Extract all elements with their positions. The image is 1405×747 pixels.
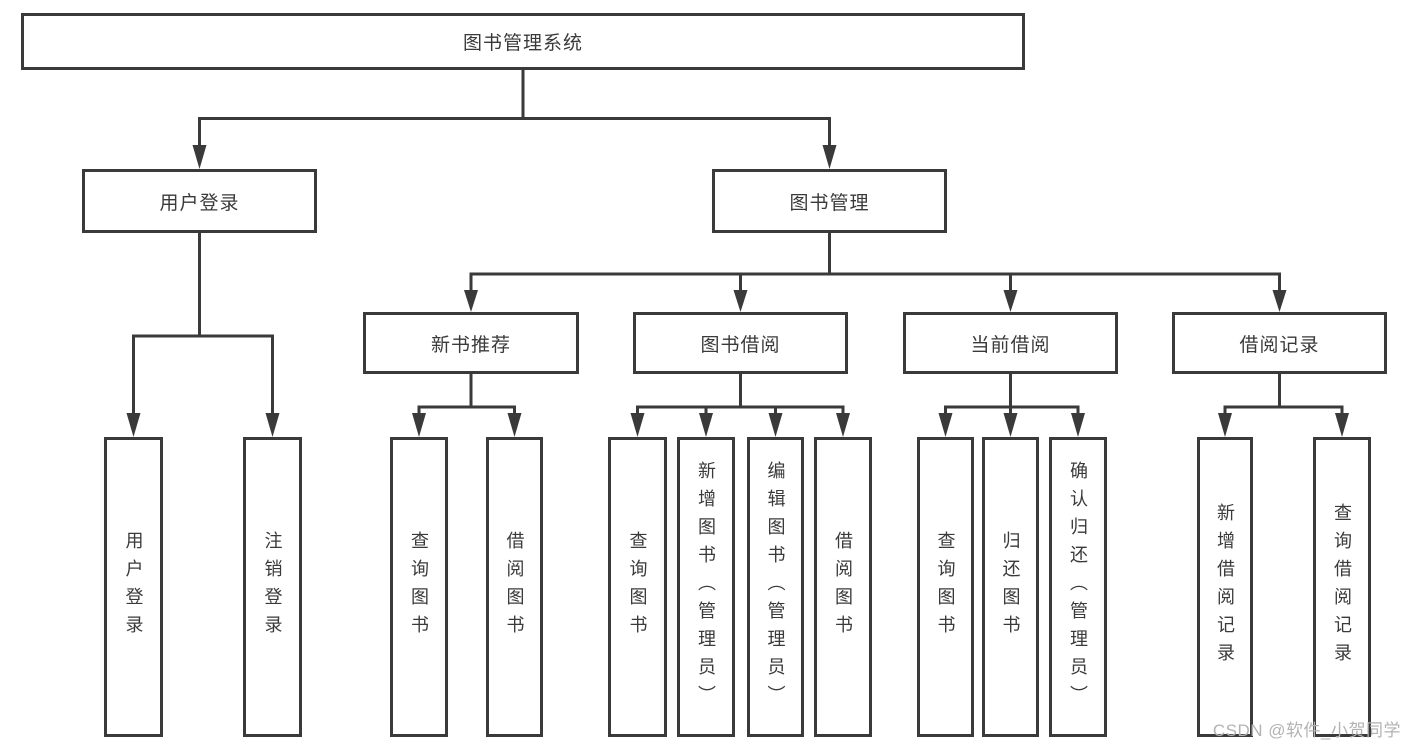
node-user-login-label: 用户登录	[159, 192, 240, 214]
node-root: 图书管理系统	[21, 13, 1025, 70]
leaf-query-borrow-record-label: 查询借阅记录	[1332, 503, 1352, 671]
leaf-borrow-books-borrow: 借阅图书	[814, 437, 872, 737]
leaf-user-login: 用户登录	[104, 437, 163, 737]
arrowhead-icon	[699, 413, 713, 437]
leaf-add-book-admin: 新增图书（管理员）	[677, 437, 735, 737]
arrowhead-icon	[630, 413, 645, 437]
node-new-book-recommend: 新书推荐	[363, 312, 579, 374]
arrowhead-icon	[412, 413, 426, 437]
connector-current-borrow-to-leaves	[938, 372, 1085, 437]
node-borrow-records: 借阅记录	[1172, 312, 1387, 374]
node-current-borrow-label: 当前借阅	[970, 334, 1051, 356]
connector-root-to-level1	[192, 68, 837, 169]
leaf-query-books-recommend-label: 查询图书	[409, 531, 429, 643]
leaf-edit-book-admin-label: 编辑图书（管理员）	[765, 461, 786, 713]
arrowhead-icon	[836, 413, 850, 437]
leaf-edit-book-admin: 编辑图书（管理员）	[747, 437, 804, 737]
arrowhead-icon	[126, 413, 141, 437]
leaf-query-books-recommend: 查询图书	[390, 437, 448, 737]
leaf-return-books: 归还图书	[982, 437, 1039, 737]
connector-borrow-records-to-leaves	[1218, 372, 1349, 437]
leaf-add-borrow-record-label: 新增借阅记录	[1215, 503, 1235, 671]
node-user-login: 用户登录	[82, 169, 317, 233]
arrowhead-icon	[1071, 413, 1085, 437]
node-new-book-recommend-label: 新书推荐	[430, 334, 511, 356]
arrowhead-icon	[1272, 290, 1287, 312]
node-book-management: 图书管理	[712, 169, 947, 233]
arrowhead-icon	[1218, 413, 1232, 437]
arrowhead-icon	[768, 413, 783, 437]
leaf-query-books-borrow-label: 查询图书	[627, 531, 648, 643]
leaf-confirm-return-admin-label: 确认归还（管理员）	[1068, 461, 1088, 713]
arrowhead-icon	[265, 413, 280, 437]
leaf-borrow-books-recommend: 借阅图书	[486, 437, 543, 737]
leaf-query-books-current-label: 查询图书	[935, 531, 956, 643]
node-book-borrow-label: 图书借阅	[700, 334, 781, 356]
leaf-return-books-label: 归还图书	[1000, 531, 1021, 643]
arrowhead-icon	[1003, 413, 1018, 437]
leaf-borrow-books-borrow-label: 借阅图书	[833, 531, 853, 643]
arrowhead-icon	[1003, 290, 1018, 312]
leaf-confirm-return-admin: 确认归还（管理员）	[1049, 437, 1107, 737]
arrowhead-icon	[464, 290, 478, 312]
connector-user-login-to-leaves	[126, 231, 280, 437]
node-borrow-records-label: 借阅记录	[1239, 334, 1320, 356]
arrowhead-icon	[733, 290, 748, 312]
leaf-query-books-current: 查询图书	[917, 437, 974, 737]
leaf-borrow-books-recommend-label: 借阅图书	[504, 531, 525, 643]
node-root-label: 图书管理系统	[462, 33, 583, 54]
arrowhead-icon	[938, 413, 953, 437]
leaf-user-login-label: 用户登录	[123, 531, 144, 643]
connector-book-management-to-level2	[464, 231, 1287, 312]
watermark: CSDN @软件_小贺同学	[1212, 721, 1401, 740]
leaf-logout-login: 注销登录	[243, 437, 302, 737]
arrowhead-icon	[822, 145, 837, 169]
arrowhead-icon	[507, 413, 522, 437]
connector-book-borrow-to-leaves	[630, 372, 850, 437]
leaf-logout-login-label: 注销登录	[262, 531, 283, 643]
leaf-add-borrow-record: 新增借阅记录	[1197, 437, 1253, 737]
node-book-borrow: 图书借阅	[633, 312, 848, 374]
arrowhead-icon	[192, 145, 207, 169]
leaf-query-borrow-record: 查询借阅记录	[1313, 437, 1371, 737]
arrowhead-icon	[1335, 413, 1349, 437]
node-current-borrow: 当前借阅	[903, 312, 1118, 374]
connector-new-book-recommend-to-leaves	[412, 372, 522, 437]
node-book-management-label: 图书管理	[789, 192, 870, 214]
leaf-query-books-borrow: 查询图书	[608, 437, 667, 737]
leaf-add-book-admin-label: 新增图书（管理员）	[696, 461, 716, 713]
